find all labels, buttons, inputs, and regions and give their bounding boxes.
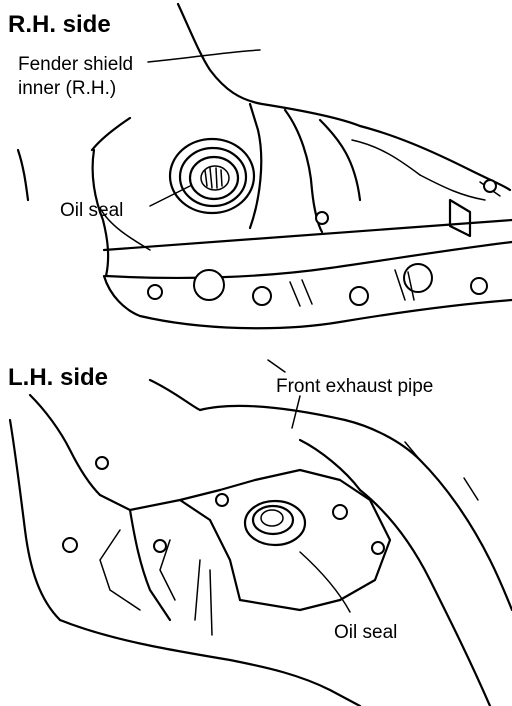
lh-transmission-drawing (8, 393, 392, 706)
lh-oil-seal-leader-line (299, 551, 351, 613)
rh-oil-seal-label: Oil seal (60, 200, 123, 221)
lh-side-panel: L.H. side Front exhaust pipe Oil seal (8, 359, 512, 706)
rh-side-panel: R.H. side Fender shield inner (R.H.) Oil… (8, 2, 512, 330)
lh-oil-seal-label: Oil seal (334, 622, 397, 643)
fender-shield-label-line2: inner (R.H.) (18, 78, 116, 99)
rh-oil-seal-drawing (168, 137, 256, 215)
fender-shield-drawing (16, 2, 512, 278)
front-exhaust-pipe-drawing (148, 359, 512, 706)
front-exhaust-pipe-label: Front exhaust pipe (276, 376, 433, 397)
rh-side-title: R.H. side (8, 11, 111, 38)
lh-oil-seal-drawing (243, 499, 307, 547)
fender-shield-label-line1: Fender shield (18, 54, 133, 75)
lh-side-title: L.H. side (8, 364, 108, 391)
rh-crossmember-drawing (102, 218, 512, 330)
rh-oil-seal-leader-line (149, 185, 191, 207)
exhaust-leader-line (291, 395, 301, 429)
fender-leader-line (147, 49, 261, 63)
